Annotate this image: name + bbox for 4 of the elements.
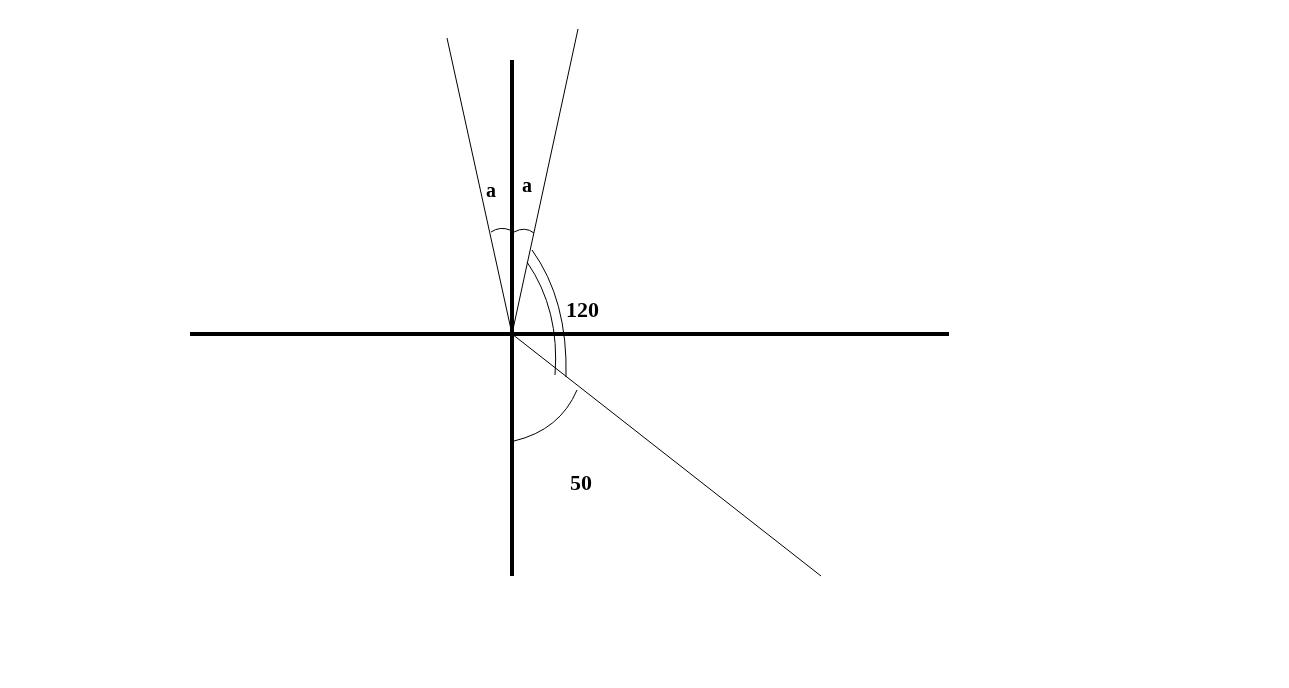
angle-label: a — [522, 175, 532, 195]
angle-label: 50 — [570, 472, 592, 494]
angle-label: 120 — [566, 299, 599, 321]
angle-label: a — [486, 180, 496, 200]
